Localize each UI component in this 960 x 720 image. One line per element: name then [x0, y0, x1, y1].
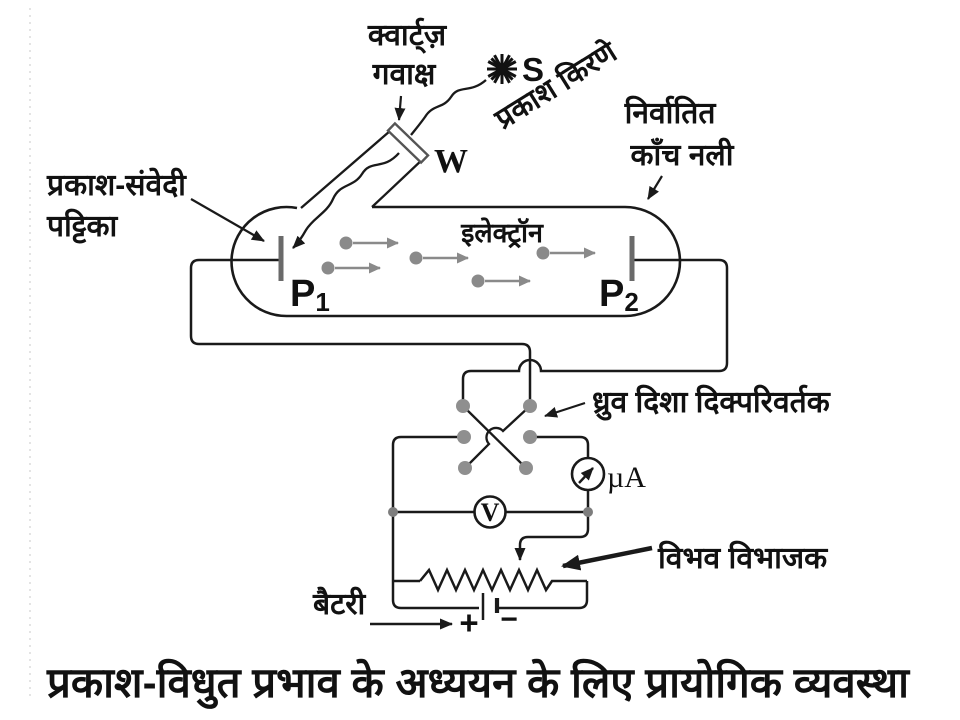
- plate-p2-label: P2: [599, 273, 639, 317]
- microammeter-label: µA: [607, 461, 646, 494]
- commutator: ध्रुव दिशा दिक्परिवर्तक: [456, 384, 831, 475]
- source-label: S: [522, 51, 544, 88]
- microammeter: µA: [570, 456, 646, 494]
- quartz-window: क्वार्ट्ज़ गवाक्ष W: [367, 17, 468, 180]
- photo-plate-label-line2: पट्टिका: [46, 208, 119, 244]
- caption: प्रकाश-विधुत प्रभाव के अध्ययन के लिए प्र…: [46, 658, 911, 709]
- wire-wiper-arrow: [514, 512, 590, 561]
- resistor-zigzag: [419, 566, 587, 594]
- commutator-stud: [456, 399, 470, 413]
- electrons: इलेक्ट्रॉन: [321, 217, 596, 288]
- commutator-stud: [458, 461, 472, 475]
- quartz-label-line1: क्वार्ट्ज़: [367, 17, 448, 54]
- voltmeter-dial: [473, 495, 507, 529]
- plate-p1-label: P1: [290, 273, 330, 317]
- quartz-label-line2: गवाक्ष: [372, 58, 437, 91]
- wire-resistor-to-battery: [498, 581, 589, 610]
- commutator-label: ध्रुव दिशा दिक्परिवर्तक: [592, 384, 831, 421]
- funnel-right-line: [371, 157, 425, 208]
- quartz-window-slab: [386, 121, 430, 165]
- potential-divider-arrow: [561, 545, 653, 571]
- electron-dot: [536, 246, 550, 260]
- battery-plus-sign: +: [459, 604, 478, 641]
- electrodes: P1 P2: [278, 236, 639, 317]
- commutator-stud: [523, 430, 537, 444]
- battery: + − बैटरी: [312, 586, 518, 641]
- light-ray-window-to-plate: [292, 152, 400, 249]
- potential-divider-label: विभव विभाजक: [657, 540, 828, 575]
- commutator-arrow: [544, 401, 586, 418]
- light-ray-source-to-window: [410, 79, 487, 136]
- electron-dot: [471, 274, 485, 288]
- evacuated-tube-label-line2: काँच नली: [630, 137, 735, 172]
- light-source-star-icon: [487, 54, 517, 84]
- commutator-stud: [519, 461, 533, 475]
- wire-p2-to-commutator: [461, 258, 729, 400]
- battery-label: बैटरी: [312, 586, 367, 621]
- light-source: S प्रकाश किरणे: [292, 34, 624, 249]
- commutator-stud: [457, 430, 471, 444]
- photo-plate-label-line1: प्रकाश-संवेदी: [46, 167, 187, 202]
- evacuated-tube-arrow: [647, 175, 663, 200]
- voltmeter-label: V: [481, 498, 500, 527]
- commutator-blade-1: [462, 405, 527, 469]
- quartz-label-arrow: [394, 95, 406, 121]
- electron-dot: [409, 251, 423, 265]
- wire-to-microammeter: [530, 435, 590, 459]
- electron-dot: [339, 236, 353, 250]
- tube-outline: [230, 205, 682, 318]
- wire-left-rail: [391, 435, 479, 610]
- wire-p1-to-commutator: [189, 258, 532, 400]
- electron-dot: [321, 261, 335, 275]
- junction-dot: [583, 507, 593, 517]
- vacuum-tube: [230, 130, 682, 318]
- commutator-stud: [523, 399, 537, 413]
- evacuated-tube-label-line1: निर्वातित: [624, 95, 718, 130]
- junction-dot: [388, 507, 398, 517]
- light-rays-label: प्रकाश किरणे: [488, 34, 624, 136]
- battery-minus-sign: −: [500, 603, 518, 636]
- funnel-left-line: [300, 130, 391, 209]
- tube-labels: निर्वातित काँच नली प्रकाश-संवेदी पट्टिका: [46, 95, 735, 244]
- voltmeter: V: [388, 495, 593, 529]
- microammeter-needle-icon: [578, 467, 594, 484]
- commutator-blade-2: [464, 405, 531, 469]
- electron-label: इलेक्ट्रॉन: [460, 217, 544, 249]
- photo-plate-arrow: [190, 198, 265, 242]
- window-mark: W: [434, 143, 468, 180]
- potential-divider: विभव विभाजक: [419, 540, 828, 594]
